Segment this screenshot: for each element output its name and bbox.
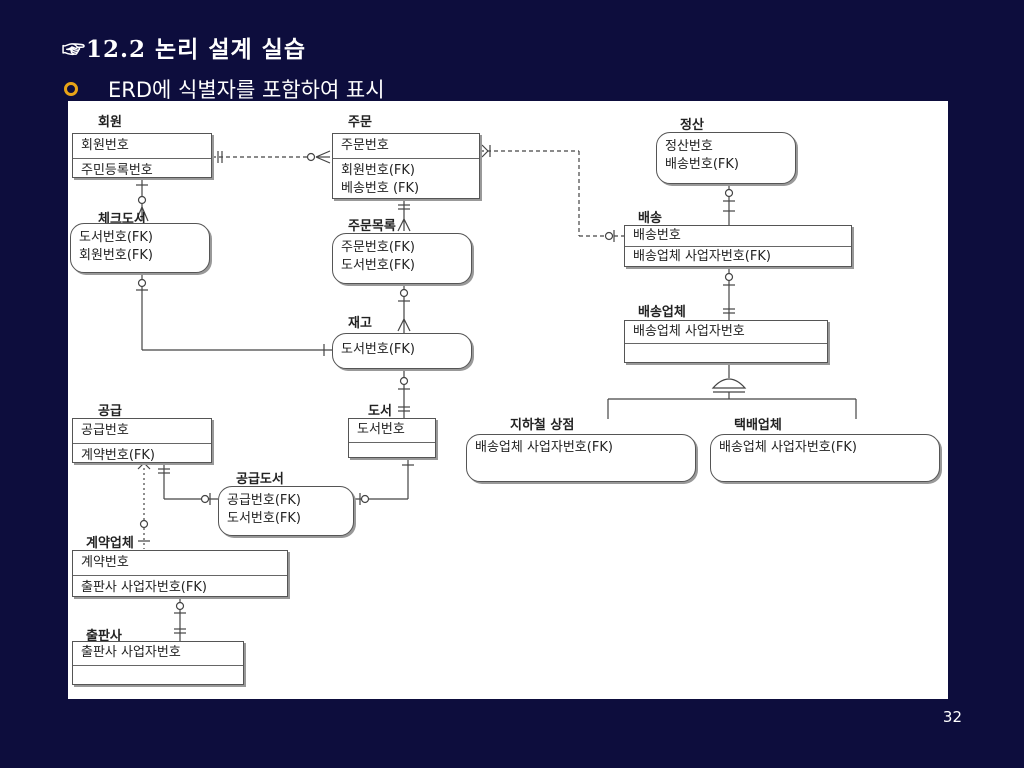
attr: 배송번호(FK)	[665, 157, 739, 172]
entity-orderitem: 주문번호(FK) 도서번호(FK)	[332, 233, 472, 284]
rel-member-checkbook	[135, 178, 149, 222]
rel-contractor-publisher	[174, 597, 186, 641]
entity-courier: 배송업체 사업자번호	[624, 320, 828, 363]
slide-title: ☞12.2 논리 설계 실습	[62, 36, 306, 63]
rel-supply-contractor	[137, 462, 151, 549]
rel-member-order	[212, 150, 331, 164]
entity-courier-key: 배송업체 사업자번호	[625, 321, 827, 344]
attr: 배송업체 사업자번호	[633, 324, 745, 339]
entity-title-supply: 공급	[98, 404, 122, 419]
entity-title-parcel: 택배업체	[734, 418, 782, 433]
entity-title-contractor: 계약업체	[86, 536, 134, 551]
attr: 정산번호	[665, 139, 713, 154]
entity-contractor-attrs: 출판사 사업자번호(FK)	[73, 576, 287, 600]
entity-title-courier: 배송업체	[638, 305, 686, 320]
relationship-lines	[135, 144, 857, 641]
attr: 계약번호	[81, 555, 129, 570]
attr: 도서번호(FK)	[79, 230, 153, 245]
attr: 회원번호(FK)	[79, 248, 153, 263]
entity-title-supply-book: 공급도서	[236, 472, 284, 487]
attr: 주민등록번호	[81, 163, 153, 178]
entity-supply-key: 공급번호	[73, 419, 211, 444]
entity-delivery-attrs: 배송업체 사업자번호(FK)	[625, 247, 851, 267]
entity-subway-store-key: 배송업체 사업자번호(FK)	[467, 435, 695, 460]
entity-delivery-key: 배송번호	[625, 226, 851, 247]
attr: 도서번호(FK)	[341, 258, 415, 273]
entity-stock-key: 도서번호(FK)	[333, 334, 471, 362]
entity-title-member: 회원	[98, 115, 122, 130]
slide-bullet: ERD에 식별자를 포함하여 표시	[64, 74, 385, 104]
entity-checkbook-key: 도서번호(FK) 회원번호(FK)	[71, 224, 209, 268]
attr: 베송번호 (FK)	[341, 181, 420, 196]
attr: 도서번호(FK)	[341, 342, 415, 357]
rel-settlement-delivery	[723, 184, 735, 225]
entity-member: 회원번호 주민등록번호	[72, 133, 212, 178]
entity-title-stock: 재고	[348, 316, 372, 331]
entity-member-attrs: 주민등록번호	[73, 159, 211, 183]
attr: 주문번호	[341, 138, 389, 153]
entity-title-settlement: 정산	[680, 118, 704, 133]
entity-checkbook: 도서번호(FK) 회원번호(FK)	[70, 223, 210, 273]
attr: 계약번호(FK)	[81, 448, 155, 463]
rel-delivery-courier	[723, 267, 735, 320]
entity-subway-store: 배송업체 사업자번호(FK)	[466, 434, 696, 482]
bullet-icon	[64, 82, 78, 96]
rel-order-orderitem	[397, 199, 411, 232]
entity-member-key: 회원번호	[73, 134, 211, 159]
entity-supply-book-key: 공급번호(FK) 도서번호(FK)	[219, 487, 353, 531]
entity-contractor-key: 계약번호	[73, 551, 287, 576]
entity-book-key: 도서번호	[349, 419, 435, 443]
attr: 배송업체 사업자번호(FK)	[633, 249, 771, 264]
entity-order-key: 주문번호	[333, 134, 479, 159]
attr: 배송업체 사업자번호(FK)	[719, 440, 857, 455]
rel-checkbook-stock	[136, 273, 332, 356]
entity-supply: 공급번호 계약번호(FK)	[72, 418, 212, 463]
entity-title-delivery: 배송	[638, 211, 662, 226]
rel-courier-subtypes	[607, 363, 857, 419]
rel-stock-book	[398, 369, 410, 419]
attr: 도서번호	[357, 422, 405, 437]
entity-title-order: 주문	[348, 115, 372, 130]
entity-contractor: 계약번호 출판사 사업자번호(FK)	[72, 550, 288, 597]
entity-book: 도서번호	[348, 418, 436, 458]
entity-orderitem-key: 주문번호(FK) 도서번호(FK)	[333, 234, 471, 278]
rel-orderitem-stock	[397, 284, 411, 333]
entity-supply-attrs: 계약번호(FK)	[73, 444, 211, 468]
attr: 공급번호	[81, 423, 129, 438]
rel-order-delivery	[480, 144, 624, 242]
attr: 배송번호	[633, 228, 681, 243]
attr: 출판사 사업자번호	[81, 645, 181, 660]
rel-supply-supplybook	[158, 463, 218, 505]
entity-publisher-key: 출판사 사업자번호	[73, 642, 243, 666]
entity-stock: 도서번호(FK)	[332, 333, 472, 369]
entity-delivery: 배송번호 배송업체 사업자번호(FK)	[624, 225, 852, 267]
entity-title-orderitem: 주문목록	[348, 219, 396, 234]
entity-title-book: 도서	[368, 404, 392, 419]
attr: 배송업체 사업자번호(FK)	[475, 440, 613, 455]
entity-supply-book: 공급번호(FK) 도서번호(FK)	[218, 486, 354, 536]
entity-title-subway-store: 지하철 상점	[510, 418, 575, 433]
entity-settlement: 정산번호 배송번호(FK)	[656, 132, 796, 184]
entity-order-attrs: 회원번호(FK) 베송번호 (FK)	[333, 159, 479, 201]
entity-settlement-key: 정산번호 배송번호(FK)	[657, 133, 795, 177]
bullet-text: ERD에 식별자를 포함하여 표시	[108, 78, 385, 102]
rel-book-supplybook	[354, 458, 414, 505]
attr: 출판사 사업자번호(FK)	[81, 580, 207, 595]
erd-diagram: 회원 회원번호 주민등록번호 주문 주문번호 회원번호(FK) 베송번호 (FK…	[68, 101, 948, 699]
page-number: 32	[942, 708, 962, 726]
attr: 도서번호(FK)	[227, 511, 301, 526]
entity-parcel-key: 배송업체 사업자번호(FK)	[711, 435, 939, 460]
entity-order: 주문번호 회원번호(FK) 베송번호 (FK)	[332, 133, 480, 199]
entity-publisher: 출판사 사업자번호	[72, 641, 244, 685]
attr: 주문번호(FK)	[341, 240, 415, 255]
attr: 공급번호(FK)	[227, 493, 301, 508]
entity-title-publisher: 출판사	[86, 629, 122, 644]
attr: 회원번호(FK)	[341, 163, 415, 178]
attr: 회원번호	[81, 138, 129, 153]
entity-parcel: 배송업체 사업자번호(FK)	[710, 434, 940, 482]
